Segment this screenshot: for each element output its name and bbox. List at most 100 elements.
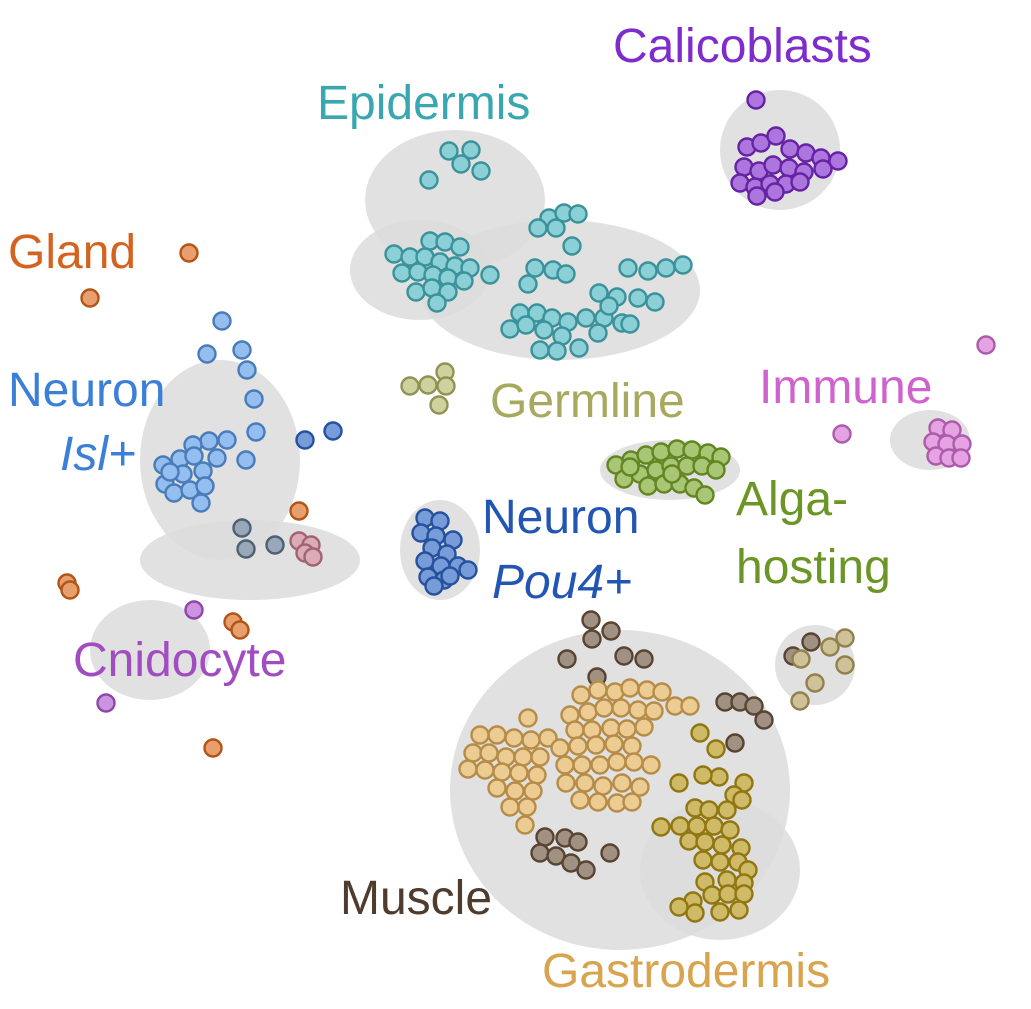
data-point bbox=[710, 852, 730, 872]
data-point bbox=[492, 762, 512, 782]
data-point bbox=[732, 790, 752, 810]
data-point bbox=[652, 682, 672, 702]
data-point bbox=[509, 763, 529, 783]
data-point bbox=[645, 292, 665, 312]
data-point bbox=[424, 576, 444, 596]
data-point bbox=[690, 723, 710, 743]
data-point bbox=[184, 600, 204, 620]
data-point bbox=[461, 140, 481, 160]
data-point bbox=[656, 258, 676, 278]
label-calicoblasts: Calicoblasts bbox=[613, 20, 872, 73]
data-point bbox=[289, 501, 309, 521]
data-point bbox=[572, 755, 592, 775]
data-point bbox=[440, 566, 460, 586]
data-point bbox=[576, 860, 596, 880]
data-point bbox=[436, 376, 456, 396]
data-point bbox=[184, 446, 204, 466]
data-point bbox=[820, 637, 840, 657]
series-neuron-pou4- bbox=[411, 508, 478, 596]
data-point bbox=[450, 237, 470, 257]
data-point bbox=[400, 376, 420, 396]
data-point bbox=[323, 421, 343, 441]
label-alga-2: hosting bbox=[736, 541, 891, 594]
data-point bbox=[624, 752, 644, 772]
data-point bbox=[669, 773, 689, 793]
data-point bbox=[406, 282, 426, 302]
data-point bbox=[517, 797, 537, 817]
scatter-points bbox=[57, 90, 996, 923]
data-point bbox=[693, 850, 713, 870]
series-epidermis bbox=[384, 140, 693, 361]
series-unlabeled-rose bbox=[289, 531, 323, 567]
label-gastrodermis: Gastrodermis bbox=[542, 945, 830, 998]
data-point bbox=[555, 755, 575, 775]
data-point bbox=[568, 204, 588, 224]
data-point bbox=[562, 236, 582, 256]
data-point bbox=[195, 476, 215, 496]
series-right-olive bbox=[790, 628, 855, 711]
data-point bbox=[458, 560, 478, 580]
data-point bbox=[427, 293, 447, 313]
data-point bbox=[790, 172, 810, 192]
data-point bbox=[780, 139, 800, 159]
data-point bbox=[535, 827, 555, 847]
data-point bbox=[718, 884, 738, 904]
data-point bbox=[415, 551, 435, 571]
data-point bbox=[835, 655, 855, 675]
data-point bbox=[976, 335, 996, 355]
label-immune: Immune bbox=[759, 361, 932, 414]
data-point bbox=[547, 341, 567, 361]
data-point bbox=[620, 678, 640, 698]
label-alga-1: Alga- bbox=[736, 473, 848, 526]
series-germline bbox=[400, 362, 456, 415]
data-point bbox=[693, 765, 713, 785]
data-point bbox=[576, 308, 596, 328]
data-point bbox=[835, 628, 855, 648]
data-point bbox=[60, 580, 80, 600]
data-point bbox=[641, 755, 661, 775]
data-point bbox=[951, 448, 971, 468]
data-point bbox=[487, 725, 507, 745]
data-point bbox=[765, 182, 785, 202]
data-point bbox=[454, 271, 474, 291]
data-point bbox=[160, 462, 180, 482]
data-point bbox=[518, 708, 538, 728]
data-point bbox=[669, 897, 689, 917]
data-point bbox=[528, 218, 548, 238]
data-point bbox=[581, 610, 601, 630]
data-point bbox=[471, 161, 491, 181]
data-point bbox=[710, 902, 730, 922]
data-point bbox=[706, 460, 726, 480]
data-point bbox=[734, 884, 754, 904]
data-point bbox=[604, 734, 624, 754]
data-point bbox=[634, 717, 654, 737]
data-point bbox=[429, 395, 449, 415]
data-point bbox=[546, 218, 566, 238]
data-point bbox=[475, 760, 495, 780]
series-alga-hosting bbox=[606, 439, 731, 505]
data-point bbox=[530, 340, 550, 360]
data-point bbox=[207, 448, 227, 468]
cluster-labels: CalicoblastsEpidermisGlandNeuronIsl+Germ… bbox=[8, 20, 932, 998]
data-point bbox=[607, 752, 627, 772]
data-point bbox=[790, 691, 810, 711]
data-point bbox=[628, 288, 648, 308]
data-point bbox=[530, 747, 550, 767]
data-point bbox=[589, 283, 609, 303]
data-point bbox=[236, 450, 256, 470]
data-point bbox=[480, 265, 500, 285]
data-point bbox=[230, 620, 250, 640]
data-point bbox=[588, 323, 608, 343]
data-point bbox=[720, 820, 740, 840]
data-point bbox=[712, 835, 732, 855]
data-point bbox=[618, 258, 638, 278]
data-point bbox=[651, 817, 671, 837]
data-point bbox=[295, 430, 315, 450]
data-point bbox=[682, 440, 702, 460]
data-point bbox=[614, 646, 634, 666]
data-point bbox=[197, 344, 217, 364]
data-point bbox=[534, 320, 554, 340]
data-point bbox=[766, 126, 786, 146]
data-point bbox=[232, 518, 252, 538]
